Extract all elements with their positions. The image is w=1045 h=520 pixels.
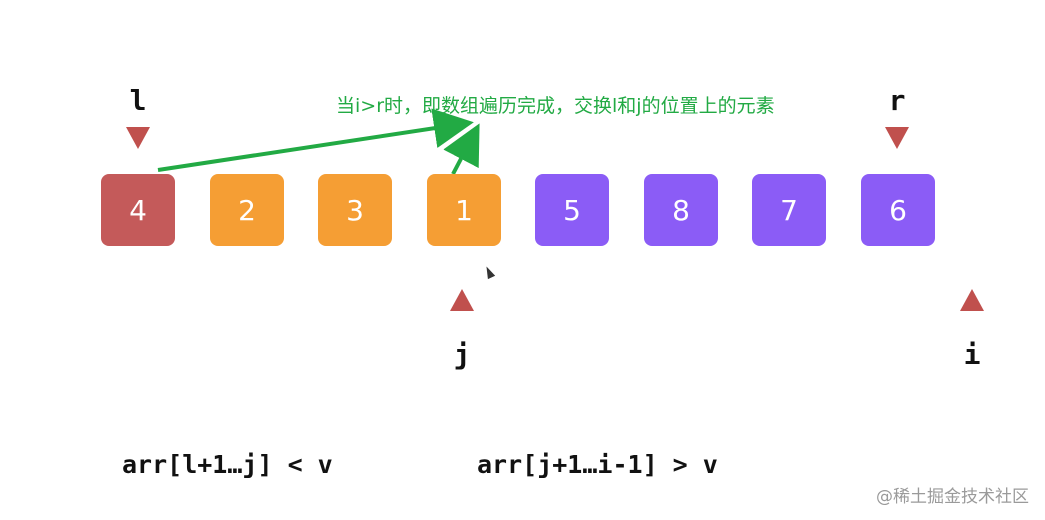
array-element-6: 7: [752, 174, 826, 246]
pointer-l-label: l: [129, 84, 147, 117]
array-element-3: 1: [427, 174, 501, 246]
array-element-7: 6: [861, 174, 935, 246]
arrow-from-l: [157, 108, 474, 172]
pointer-r-label: r: [888, 84, 906, 117]
pointer-i-label: i: [963, 338, 981, 371]
formula-left: arr[l+1…j] < v: [122, 450, 333, 479]
pointer-l-marker: [126, 127, 150, 149]
watermark: @稀土掘金技术社区: [876, 487, 1029, 507]
array-element-2: 3: [318, 174, 392, 246]
array-element-0: 4: [101, 174, 175, 246]
pointer-j-label: j: [453, 338, 471, 371]
array-element-5: 8: [644, 174, 718, 246]
array-element-1: 2: [210, 174, 284, 246]
pointer-r-marker: [885, 127, 909, 149]
array-element-4: 5: [535, 174, 609, 246]
arrow-from-j: [443, 123, 480, 175]
swap-annotation: 当i>r时，即数组遍历完成，交换l和j的位置上的元素: [336, 95, 775, 117]
pointer-i-marker: [960, 289, 984, 311]
formula-right: arr[j+1…i-1] > v: [477, 450, 718, 479]
pointer-j-marker: [450, 289, 474, 311]
